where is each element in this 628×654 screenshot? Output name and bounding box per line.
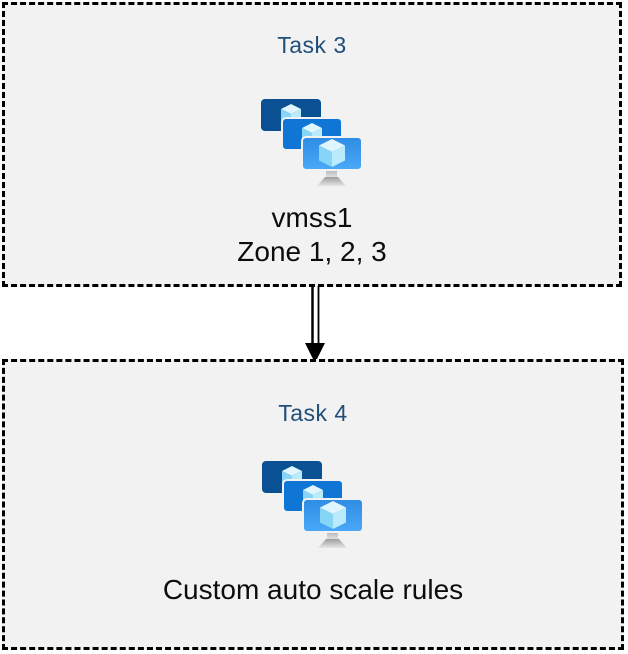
task4-labels: Custom auto scale rules xyxy=(163,573,463,607)
down-arrow-connector xyxy=(305,286,325,363)
task3-box: Task 3 vmss1 Zone 1, 2, 3 xyxy=(2,2,622,287)
task3-labels: vmss1 Zone 1, 2, 3 xyxy=(237,201,386,269)
task3-title: Task 3 xyxy=(277,32,347,58)
vm-scale-set-icon xyxy=(261,460,365,550)
vmss-name-label: vmss1 xyxy=(271,202,353,233)
zones-label: Zone 1, 2, 3 xyxy=(237,236,387,267)
task4-title: Task 4 xyxy=(278,400,348,426)
vm-scale-set-icon xyxy=(260,98,364,188)
task4-box: Task 4 Custom auto scale rules xyxy=(2,359,624,650)
autoscale-rules-label: Custom auto scale rules xyxy=(162,574,464,605)
